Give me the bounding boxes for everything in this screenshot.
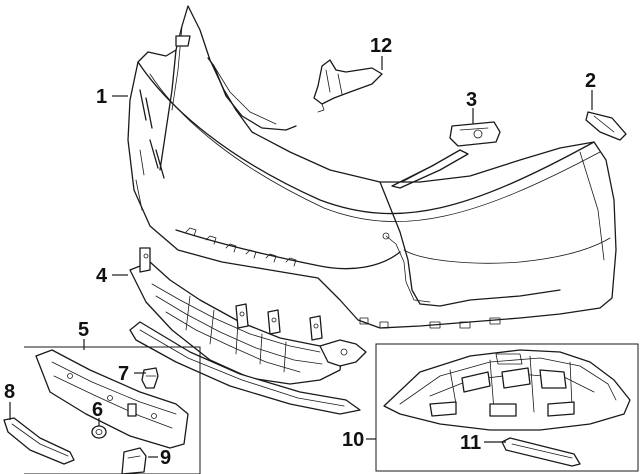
callout-1: 1 xyxy=(96,86,107,108)
part-2-clip[interactable] xyxy=(585,111,627,141)
box-left-parts xyxy=(24,346,201,474)
callout-2: 2 xyxy=(585,70,596,92)
callout-labels: 1 12 3 2 4 5 7 6 8 9 10 11 xyxy=(4,35,596,469)
callout-6: 6 xyxy=(92,399,103,421)
part-6-nut[interactable] xyxy=(91,425,107,439)
part-11-strip[interactable] xyxy=(501,437,581,467)
part-12-bracket[interactable] xyxy=(313,59,383,113)
callout-11: 11 xyxy=(460,432,481,454)
part-7-clip[interactable] xyxy=(141,367,159,389)
bumper-lower-tabs xyxy=(185,227,297,267)
part-4-lower-grille[interactable] xyxy=(129,247,367,385)
part-9-bracket[interactable] xyxy=(121,447,147,474)
lower-trim-strip[interactable] xyxy=(129,321,361,415)
callout-9: 9 xyxy=(160,447,171,469)
box-right-parts xyxy=(375,343,639,472)
callout-3: 3 xyxy=(466,89,477,111)
part-1-bumper-cover[interactable] xyxy=(127,5,617,329)
leader-lines xyxy=(9,56,593,458)
part-10-deflector[interactable] xyxy=(383,349,631,431)
callout-8: 8 xyxy=(4,381,15,403)
callout-7: 7 xyxy=(118,363,129,385)
part-3-bracket[interactable] xyxy=(449,121,501,147)
callout-12: 12 xyxy=(370,35,392,57)
part-8-molding[interactable] xyxy=(3,417,75,465)
callout-5: 5 xyxy=(78,319,89,341)
callout-10: 10 xyxy=(342,429,364,451)
callout-4: 4 xyxy=(96,265,108,287)
part-5-side-grille[interactable] xyxy=(35,349,189,449)
